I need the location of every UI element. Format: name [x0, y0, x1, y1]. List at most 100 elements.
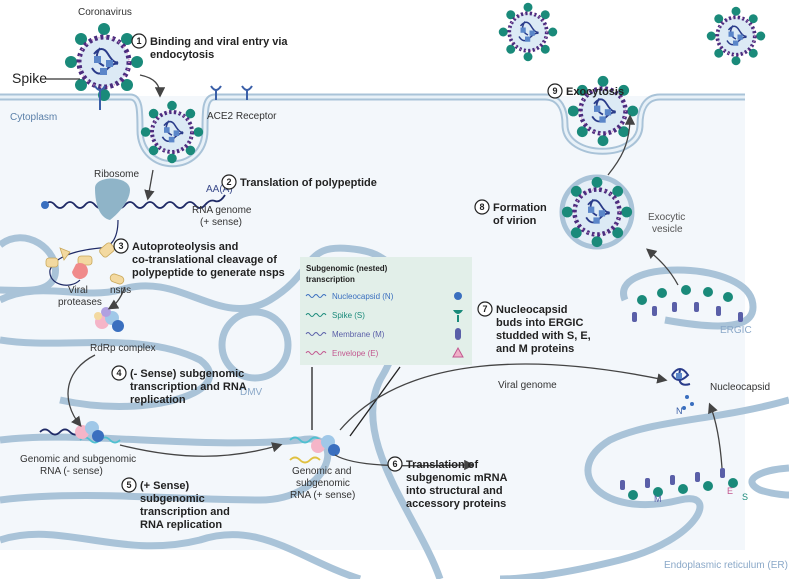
viral-protease-icon	[72, 262, 88, 279]
step-text: Exocytosis	[566, 86, 624, 98]
step-text: (- Sense) subgenomic	[130, 368, 244, 380]
nucleocapsid-icon	[671, 368, 694, 410]
step-number: 1	[136, 36, 141, 46]
ergic-membrane	[620, 266, 757, 330]
coronavirus-label: Coronavirus	[78, 7, 132, 18]
viral-proteases-label: Viral	[68, 285, 88, 296]
step-text: replication	[130, 394, 186, 406]
step-9: 9 Exocytosis	[547, 83, 624, 99]
m-label: M	[654, 494, 662, 504]
legend-item: Membrane (M)	[305, 328, 461, 340]
rna-genome-label: RNA genome	[192, 205, 252, 216]
ribosome-icon	[95, 178, 130, 220]
ergic-label: ERGIC	[720, 325, 752, 336]
step-text: Translation of	[406, 459, 478, 471]
membrane-protein-icon	[455, 328, 461, 340]
legend-items: Nucleocapsid (N) Spike (S) Membrane (M) Env…	[305, 292, 464, 358]
ace2-label: ACE2 Receptor	[207, 111, 277, 122]
legend-title: Subgenomic (nested)	[306, 264, 388, 273]
step-text: Binding and viral entry via	[150, 36, 288, 48]
rna-wave-icon	[305, 313, 327, 317]
dmv-label: DMV	[240, 387, 263, 398]
step-number-badge	[387, 456, 403, 472]
genomic-pos-label-3: RNA (+ sense)	[290, 490, 355, 501]
rna-cap-icon	[41, 201, 49, 209]
viral-proteases-label-2: proteases	[58, 297, 102, 308]
step-text: buds into ERGIC	[496, 317, 583, 329]
step-text: RNA replication	[140, 519, 222, 531]
step-2: 2 Translation of polypeptide	[221, 174, 377, 190]
step-number: 6	[392, 459, 397, 469]
legend-label: Envelope (E)	[332, 349, 379, 358]
step-text: Formation	[493, 202, 547, 214]
legend-title-2: transcription	[306, 275, 355, 284]
step-number: 3	[118, 241, 123, 251]
step-text: Translation of polypeptide	[240, 177, 377, 189]
step-number-badge	[477, 301, 493, 317]
legend-label: Spike (S)	[332, 311, 365, 320]
rna-wave-icon	[305, 351, 327, 355]
step-text: (+ Sense)	[140, 480, 190, 492]
polypeptide-chain	[49, 219, 119, 286]
step-number-badge	[221, 174, 237, 190]
step-text: transcription and	[140, 506, 230, 518]
nsp-blocks	[45, 242, 125, 285]
legend-item: Envelope (E)	[305, 346, 464, 358]
step-number-badge	[121, 477, 137, 493]
legend-label: Nucleocapsid (N)	[332, 292, 394, 301]
step-text: studded with S, E,	[496, 330, 591, 342]
legend-item: Nucleocapsid (N)	[305, 292, 462, 301]
rna-genome-strand	[44, 194, 226, 209]
rdrp-complex-icon	[94, 307, 124, 332]
step-text: subgenomic	[140, 493, 205, 505]
step-number-badge	[113, 238, 129, 254]
step-text: Autoproteolysis and	[132, 241, 238, 253]
nsps-label: nsps	[110, 285, 131, 296]
rna-sense-label: (+ sense)	[200, 217, 242, 228]
e-label: E	[727, 486, 733, 496]
spike-protein-icon	[453, 310, 463, 322]
step-number: 5	[126, 480, 131, 490]
cytoplasm-label: Cytoplasm	[10, 112, 57, 123]
step-number-badge	[547, 83, 563, 99]
viral-genome-label: Viral genome	[498, 380, 557, 391]
step-number: 7	[482, 304, 487, 314]
step-text: transcription and RNA	[130, 381, 247, 393]
exocytic-label: Exocytic	[648, 212, 685, 223]
step-text: polypeptide to generate nsps	[132, 267, 285, 279]
n-label: N	[676, 406, 683, 416]
genomic-neg-label: Genomic and subgenomic	[20, 454, 136, 465]
rdrp-label: RdRp complex	[90, 343, 156, 354]
genomic-neg-label-2: RNA (- sense)	[40, 466, 103, 477]
endoplasmic-reticulum	[0, 234, 789, 579]
legend-item: Spike (S)	[305, 310, 463, 322]
step-number: 2	[226, 177, 231, 187]
rdrp-complex-neg-icon	[39, 421, 121, 444]
step-text: co-translational cleavage of	[132, 254, 277, 266]
step-text: and M proteins	[496, 343, 574, 355]
rna-wave-icon	[305, 294, 327, 298]
step-number-badge	[111, 365, 127, 381]
rdrp-complex-pos-icon	[289, 435, 340, 464]
polya-label: AA(A)	[206, 184, 233, 195]
step-text: Nucleocapsid	[496, 304, 568, 316]
nucleocapsid-icon	[454, 292, 462, 300]
step-text: endocytosis	[150, 49, 214, 61]
s-label: S	[742, 492, 748, 502]
ergic-protein-row	[632, 285, 743, 322]
step-text: subgenomic mRNA	[406, 472, 508, 484]
er-protein-row	[620, 468, 738, 500]
step-text: accessory proteins	[406, 498, 506, 510]
envelope-protein-icon	[452, 346, 464, 358]
step-number: 9	[552, 86, 557, 96]
step-text: into structural and	[406, 485, 503, 497]
